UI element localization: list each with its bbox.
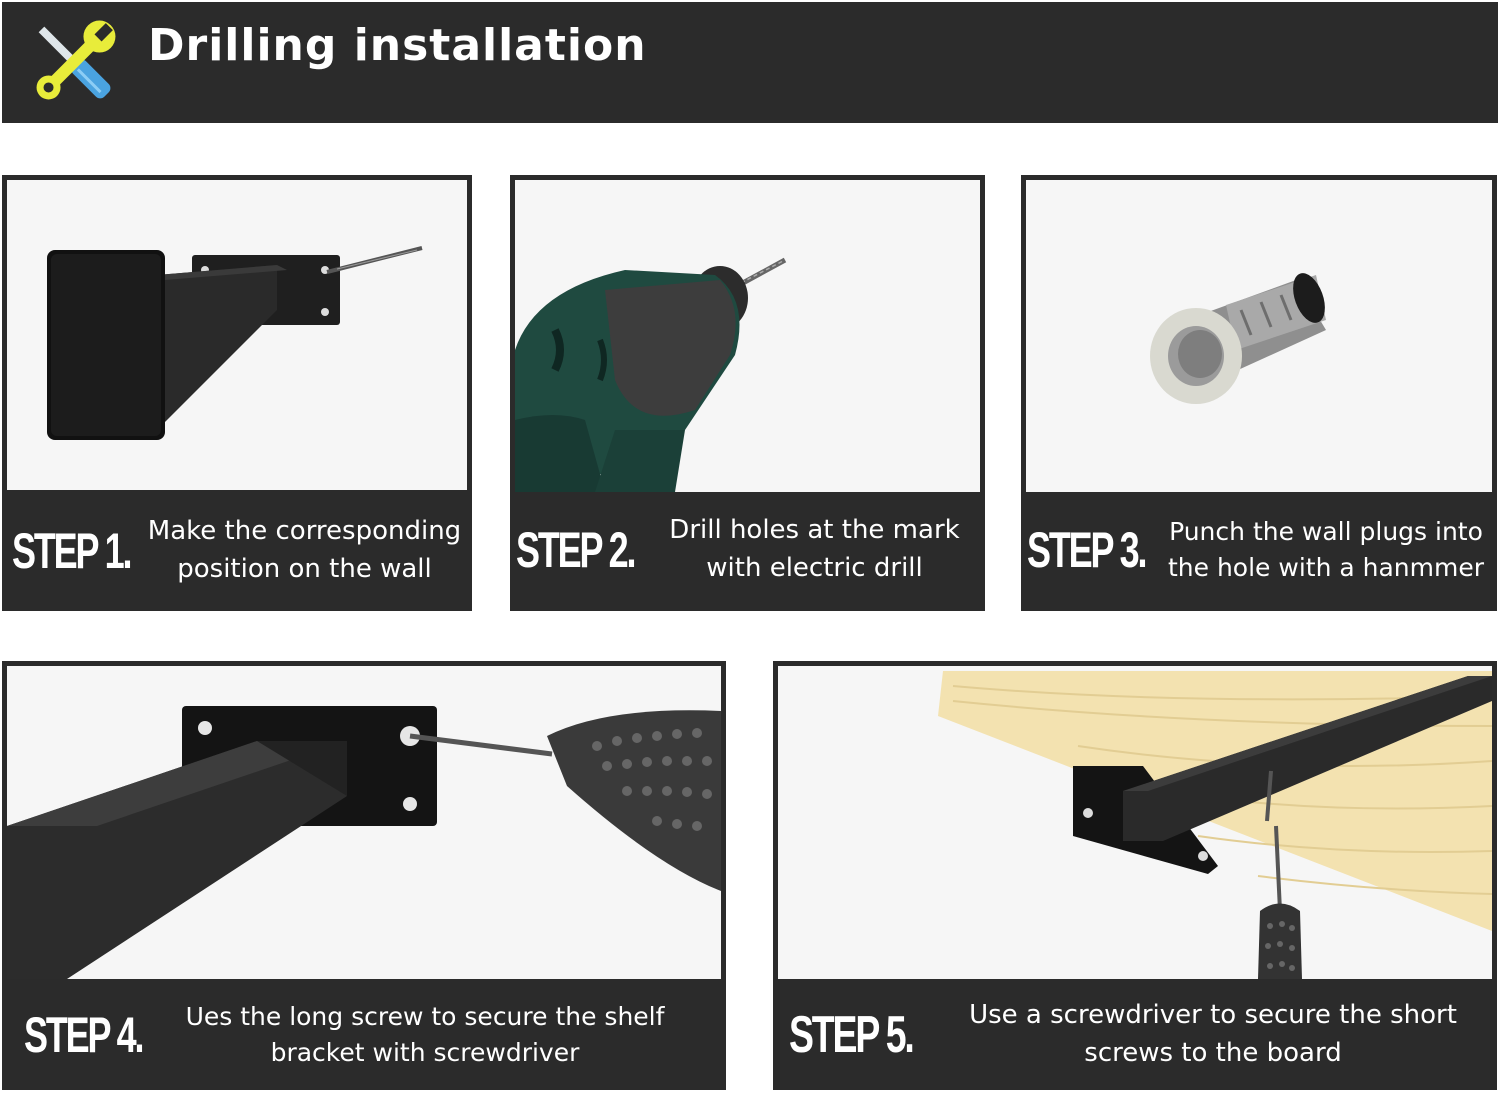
step-3-illustration bbox=[1026, 180, 1492, 492]
page-title: Drilling installation bbox=[148, 20, 647, 71]
step-2-text: Drill holes at the mark with electric dr… bbox=[644, 512, 985, 587]
step-1-line-2: position on the wall bbox=[177, 554, 432, 584]
step-3-card: STEP 3. Punch the wall plugs into the ho… bbox=[1021, 175, 1497, 611]
step-2-line-2: with electric drill bbox=[706, 553, 923, 583]
wrench-screwdriver-icon bbox=[36, 20, 116, 100]
step-2-line-1: Drill holes at the mark bbox=[669, 515, 960, 546]
step-4-text: Ues the long screw to secure the shelf b… bbox=[164, 999, 726, 1072]
step-2-label: STEP 2. bbox=[516, 522, 636, 578]
step-1-card: STEP 1. Make the corresponding position … bbox=[2, 175, 472, 611]
step-3-label: STEP 3. bbox=[1027, 522, 1147, 578]
step-3-line-2: the hole with a hanmmer bbox=[1167, 553, 1484, 582]
step-5-label: STEP 5. bbox=[789, 1006, 915, 1064]
step-4-line-2: bracket with screwdriver bbox=[270, 1038, 580, 1067]
step-2-illustration bbox=[515, 180, 980, 492]
step-3-line-1: Punch the wall plugs into bbox=[1169, 516, 1483, 546]
step-3-text: Punch the wall plugs into the hole with … bbox=[1155, 514, 1497, 587]
step-1-line-1: Make the corresponding bbox=[147, 516, 462, 547]
step-2-caption: STEP 2. Drill holes at the mark with ele… bbox=[510, 489, 985, 611]
step-1-caption: STEP 1. Make the corresponding position … bbox=[2, 491, 472, 611]
step-3-caption: STEP 3. Punch the wall plugs into the ho… bbox=[1021, 489, 1497, 611]
step-4-label: STEP 4. bbox=[24, 1007, 144, 1063]
step-4-card: STEP 4. Ues the long screw to secure the… bbox=[2, 661, 726, 1090]
step-2-card: STEP 2. Drill holes at the mark with ele… bbox=[510, 175, 985, 611]
step-5-text: Use a screwdriver to secure the short sc… bbox=[939, 997, 1497, 1072]
step-5-line-1: Use a screwdriver to secure the short bbox=[969, 1000, 1457, 1031]
header-bar: Drilling installation bbox=[2, 2, 1498, 123]
step-5-caption: STEP 5. Use a screwdriver to secure the … bbox=[773, 980, 1497, 1090]
step-1-text: Make the corresponding position on the w… bbox=[137, 513, 472, 588]
step-5-illustration bbox=[778, 666, 1492, 979]
step-4-line-1: Ues the long screw to secure the shelf bbox=[185, 1001, 665, 1031]
step-1-illustration bbox=[7, 180, 467, 490]
step-5-line-2: screws to the board bbox=[1084, 1038, 1342, 1068]
step-4-caption: STEP 4. Ues the long screw to secure the… bbox=[2, 980, 726, 1090]
step-1-label: STEP 1. bbox=[12, 523, 132, 579]
step-5-card: STEP 5. Use a screwdriver to secure the … bbox=[773, 661, 1497, 1090]
step-4-illustration bbox=[7, 666, 721, 979]
